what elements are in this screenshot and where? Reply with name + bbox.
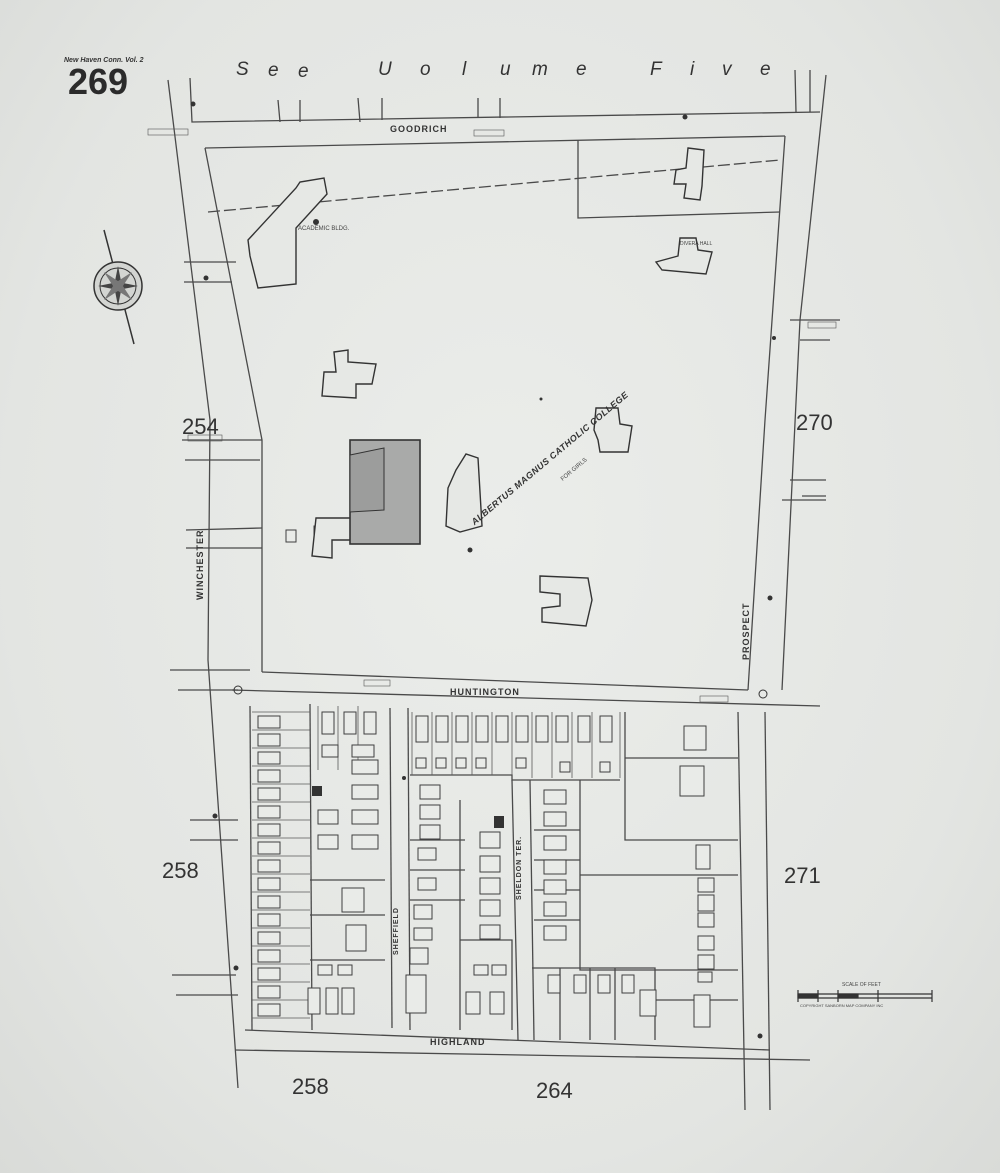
banner-letter: e	[576, 59, 587, 80]
banner-letter: u	[500, 59, 511, 80]
prospect-street-edge	[747, 135, 786, 691]
banner-letter: e	[268, 60, 279, 81]
adjoining-sheet-270: 270	[796, 410, 833, 435]
adjoining-sheet-258-south: 258	[292, 1074, 329, 1099]
prospect-lower-edge	[737, 711, 746, 1111]
banner-letter: e	[298, 61, 309, 82]
divera-hall-building	[654, 237, 713, 275]
east-lodge-building	[593, 407, 633, 453]
banner-letter: i	[690, 59, 695, 80]
banner-letter: l	[462, 59, 467, 80]
winchester-street-edge-2	[204, 147, 263, 672]
goodrich-street-edge	[189, 77, 821, 123]
prospect-street-edge-2	[781, 74, 827, 691]
huntington-street-edge	[261, 671, 749, 691]
banner-letter: F	[650, 59, 662, 80]
scale-bar	[797, 990, 933, 1002]
adjoining-sheet-258-west: 258	[162, 858, 199, 883]
street-highland: HIGHLAND	[430, 1037, 486, 1047]
winchester-street-edge	[167, 79, 239, 1089]
adjoining-sheet-271: 271	[784, 863, 821, 888]
street-goodrich: GOODRICH	[390, 124, 448, 134]
adjoining-sheet-254: 254	[182, 414, 219, 439]
central-wing-building	[321, 349, 377, 399]
banner-letter: e	[760, 59, 771, 80]
academic-building	[247, 177, 328, 289]
atlas-title: New Haven Conn. Vol. 2	[64, 57, 144, 64]
chapel-building	[445, 453, 483, 533]
sheldon-edge	[511, 779, 519, 1041]
prospect-lower-edge-2	[764, 711, 771, 1111]
south-building	[539, 575, 593, 627]
academic-bldg-label: ACADEMIC BLDG.	[298, 226, 350, 232]
northeast-building	[673, 147, 705, 201]
banner-letter: U	[378, 59, 392, 80]
banner-letter: S	[236, 59, 249, 80]
divera-hall-label: DIVERA HALL	[680, 241, 713, 247]
street-prospect: PROSPECT	[741, 602, 751, 660]
street-sheldon-ter: SHELDON TER.	[516, 835, 523, 900]
goodrich-street-edge-2	[204, 135, 786, 149]
highland-street-edge-2	[234, 1049, 811, 1061]
sheet-number: 269	[68, 61, 129, 102]
huntington-street-edge-2	[231, 689, 821, 707]
sheffield-edge	[389, 707, 393, 1029]
scale-label: SCALE OF FEET	[842, 982, 881, 988]
adjoining-sheet-264: 264	[536, 1078, 573, 1103]
banner-letter: v	[722, 59, 732, 80]
sheldon-edge-2	[529, 779, 535, 1041]
street-sheffield: SHEFFIELD	[393, 907, 400, 955]
publisher-note: COPYRIGHT SANBORN MAP COMPANY INC	[800, 1003, 884, 1008]
banner-letter: m	[532, 59, 548, 80]
highland-street-edge	[244, 1029, 771, 1051]
compass-rose-icon	[93, 229, 143, 345]
street-huntington: HUNTINGTON	[450, 687, 520, 697]
banner-letter: o	[420, 59, 431, 80]
street-winchester: WINCHESTER	[195, 529, 205, 601]
